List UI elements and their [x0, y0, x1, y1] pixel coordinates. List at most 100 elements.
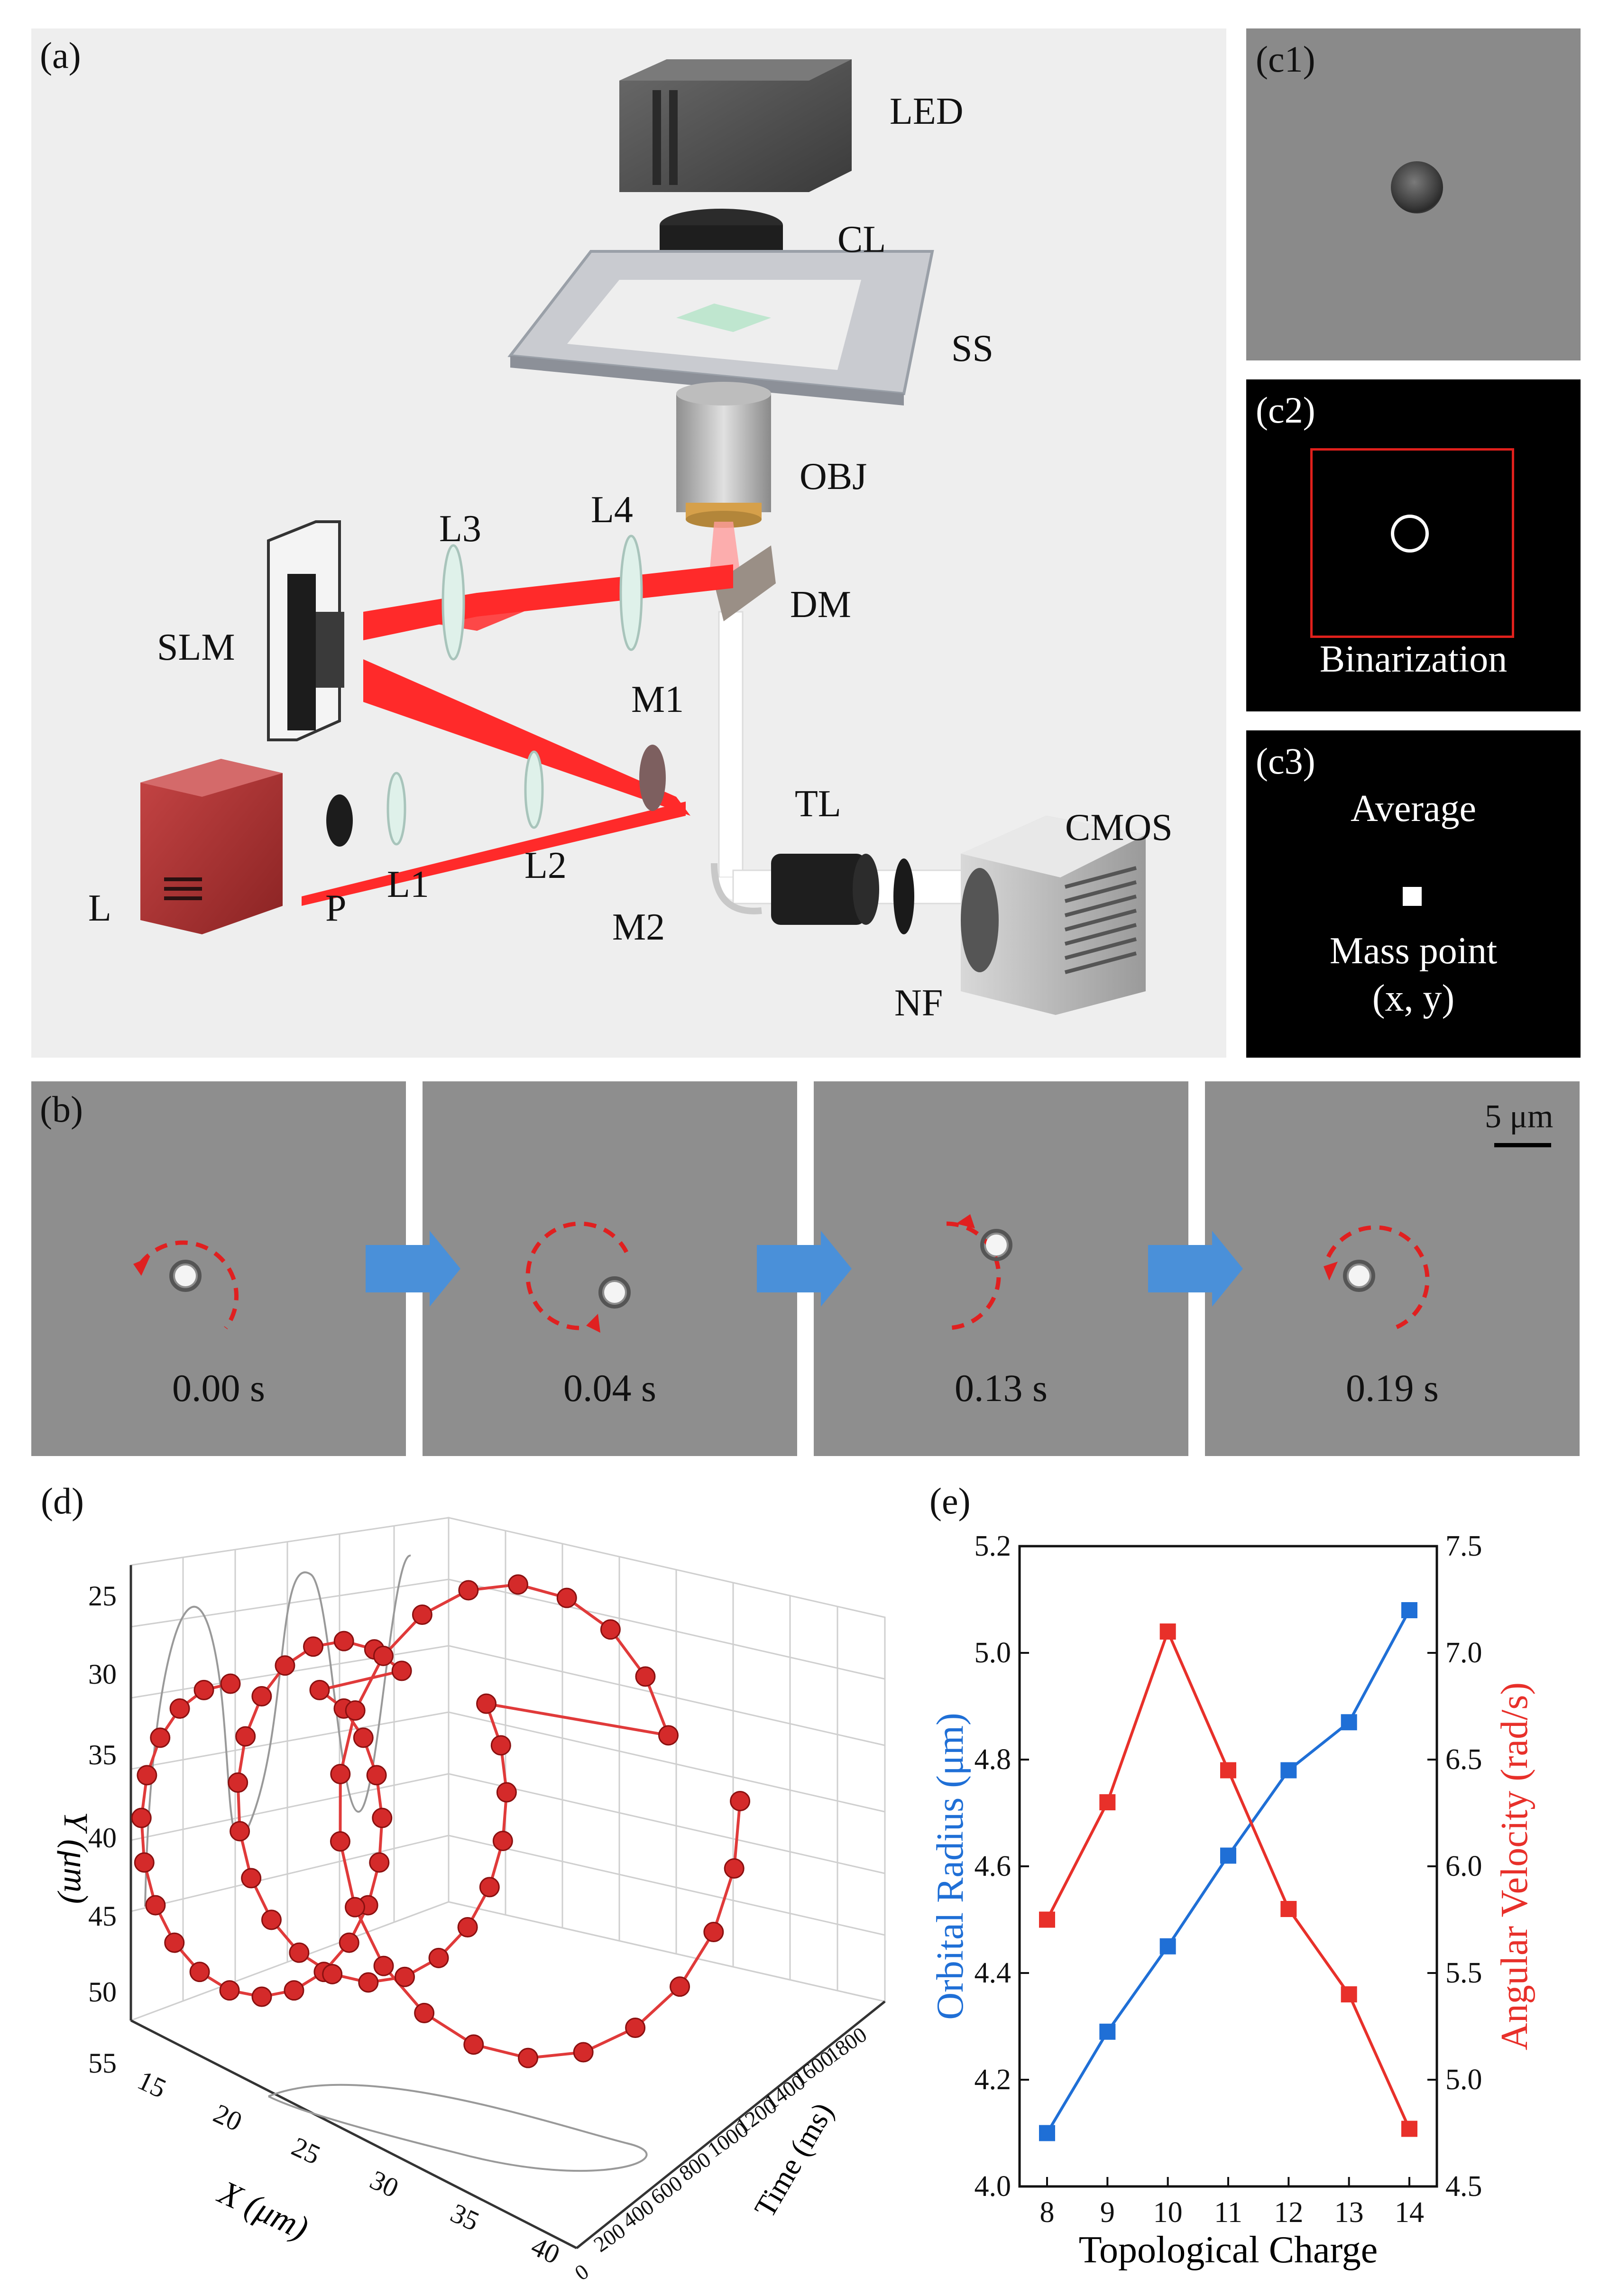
trajectory-point [372, 1807, 393, 1828]
label-slm: SLM [157, 627, 235, 668]
series-point-right [1280, 1901, 1297, 1917]
x-axis-label: Topological Charge [1079, 2229, 1378, 2271]
panel-b: (b) 0.00 s 0.04 s 0.13 s 5 μm 0.19 s [31, 1081, 1582, 1461]
lens-l1 [386, 772, 406, 846]
series-point-left [1220, 1847, 1236, 1864]
x-tick-label: 11 [1214, 2196, 1242, 2229]
trajectory-point [164, 1932, 185, 1953]
arrow-3 [1148, 1231, 1243, 1307]
trajectory-point [134, 1852, 155, 1873]
y-tick: 30 [88, 1659, 117, 1690]
x-tick-label: 8 [1040, 2196, 1055, 2229]
frame-1-overlay [133, 1240, 239, 1329]
c3-mass-point: Mass point [1329, 930, 1498, 972]
label-p: P [325, 887, 347, 929]
trajectory-point [150, 1727, 171, 1748]
trajectory-point [625, 2017, 646, 2038]
y-right-tick-label: 7.5 [1445, 1530, 1482, 1562]
y-ticks: 25 30 35 40 45 50 55 [88, 1580, 117, 2079]
trajectory-point [394, 1966, 415, 1987]
panel-c1-label: (c1) [1256, 38, 1315, 80]
y-tick: 35 [88, 1739, 117, 1770]
trajectory-point [476, 1693, 497, 1714]
slm [267, 520, 344, 741]
arrow-1 [366, 1231, 460, 1307]
trajectory-point [479, 1877, 500, 1898]
c3-coordinates: (x, y) [1372, 977, 1455, 1019]
y-left-tick-label: 4.4 [975, 1957, 1011, 1989]
trajectory-point [457, 1917, 478, 1937]
trajectory-point [345, 1700, 366, 1721]
polarizer [326, 794, 353, 847]
trajectory-point [230, 1821, 250, 1842]
trajectory-point [251, 1986, 272, 2007]
y-right-tick-label: 6.5 [1445, 1743, 1482, 1776]
trajectory-point [345, 1897, 366, 1918]
trajectory-point [573, 2042, 594, 2063]
trajectory-point [189, 1962, 210, 1982]
label-obj: OBJ [800, 456, 867, 498]
trajectory-point [463, 2034, 484, 2055]
x-tick: 40 [527, 2231, 565, 2270]
trajectory-point [241, 1868, 262, 1889]
x-tick: 35 [446, 2197, 484, 2237]
frame-arrows [366, 1231, 1243, 1307]
trajectory-point [353, 1727, 374, 1748]
arrow-2 [757, 1231, 852, 1307]
x-tick: 25 [287, 2131, 325, 2170]
z-ticks: 0 200 400 600 800 1000 1200 1400 1600 18… [570, 2022, 871, 2286]
c2-caption: Binarization [1319, 638, 1508, 680]
panel-c2-label: (c2) [1256, 389, 1315, 431]
trajectory-point [600, 1619, 621, 1640]
mass-point [1403, 887, 1422, 906]
trajectory-point [228, 1772, 248, 1793]
laser-beam [302, 564, 733, 906]
trajectory-point [373, 1955, 394, 1976]
setup-diagram [140, 59, 1146, 1015]
series-line-left [1046, 1609, 1411, 2134]
particle-raw [1391, 161, 1443, 213]
trajectory-point [193, 1679, 214, 1700]
scale-bar [1494, 1143, 1551, 1147]
trajectory-point [131, 1807, 152, 1828]
y-left-tick-label: 5.0 [975, 1637, 1011, 1669]
trajectory-point [309, 1679, 330, 1700]
y-left-tick-label: 5.2 [975, 1530, 1011, 1562]
trajectory-point [496, 1782, 517, 1803]
y-right-tick-label: 4.5 [1445, 2170, 1482, 2203]
panel-c1: (c1) [1246, 28, 1581, 360]
z-tick: 600 [646, 2171, 687, 2209]
y-tick: 55 [88, 2047, 117, 2079]
xt-projection [268, 2084, 648, 2172]
notch-filter [893, 858, 914, 934]
z-tick: 0 [570, 2259, 593, 2285]
roi-box [1310, 448, 1514, 638]
x-axis-label: X (μm) [212, 2173, 314, 2247]
frame-2-time: 0.04 s [563, 1366, 656, 1410]
lens-l2 [524, 750, 544, 829]
y-left-tick-label: 4.0 [975, 2170, 1011, 2203]
y-axis-label: Y (μm) [57, 1812, 95, 1904]
label-led: LED [890, 91, 964, 132]
series-point-right [1341, 1986, 1357, 2002]
series-point-left [1401, 1602, 1417, 1618]
z-tick: 400 [617, 2195, 658, 2233]
trajectory [131, 1574, 751, 2068]
x-tick-label: 14 [1395, 2196, 1424, 2229]
frame-4: 5 μm 0.19 s [1205, 1081, 1580, 1456]
label-cmos: CMOS [1065, 807, 1173, 848]
mirror-m2 [711, 863, 762, 914]
frame-2: 0.04 s [423, 1081, 797, 1456]
trajectory-point [284, 1980, 304, 2001]
panel-c3-label: (c3) [1256, 740, 1315, 782]
series-point-right [1401, 2121, 1417, 2137]
y-left-axis-label: Orbital Radius (μm) [929, 1713, 971, 2019]
trajectory-point [261, 1909, 282, 1930]
y-right-tick-label: 5.5 [1445, 1957, 1482, 1989]
frame-2-overlay [525, 1221, 631, 1333]
panel-b-label: (b) [40, 1088, 83, 1130]
lens-l3 [441, 544, 465, 661]
trajectory-point [322, 1964, 343, 1984]
